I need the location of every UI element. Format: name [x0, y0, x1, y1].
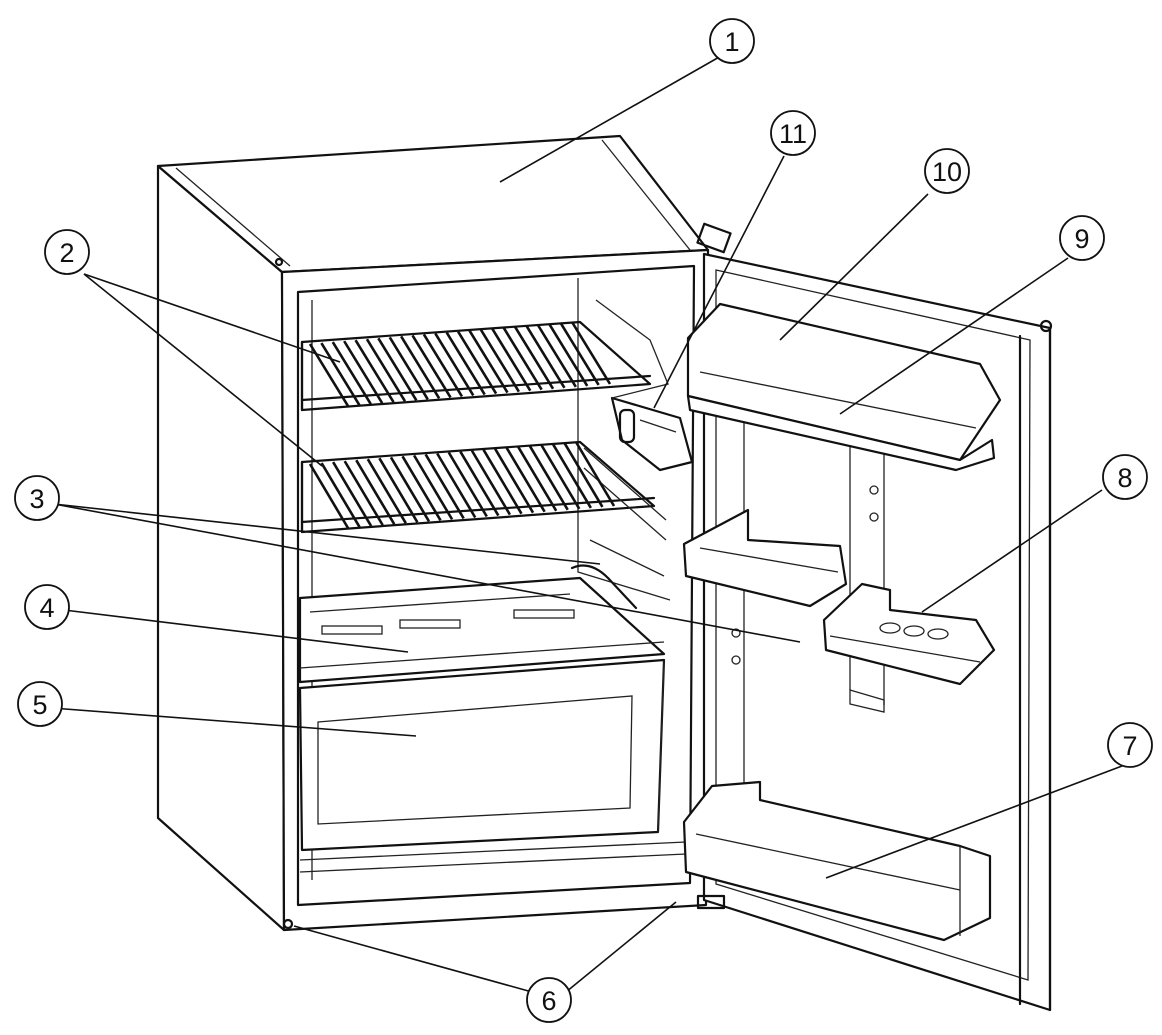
shelf-wire	[505, 447, 546, 513]
callout-5: 5	[17, 681, 63, 727]
shelf-wire	[355, 459, 396, 525]
shelf-wire	[540, 444, 581, 510]
shelf-wire	[502, 327, 543, 391]
wire-shelf-lower	[300, 440, 667, 577]
callout-1: 1	[709, 18, 755, 64]
dairy-compartment-front	[686, 394, 996, 472]
shelf-wire	[400, 335, 441, 400]
callout-10: 10	[924, 148, 970, 194]
shelf-wire	[447, 451, 488, 518]
shelf-wire	[424, 453, 465, 520]
shelf-wire	[468, 329, 509, 394]
callout-7: 7	[1107, 722, 1153, 768]
callout-11-label: 11	[779, 119, 807, 149]
shelf-wire	[389, 456, 431, 522]
shelf-wire	[366, 458, 407, 524]
callout-10-label: 10	[932, 157, 962, 187]
shelf-wire	[412, 454, 454, 521]
shelf-wire	[320, 342, 361, 406]
shelf-wire	[365, 338, 407, 402]
shelf-wire	[343, 340, 384, 404]
crisper-drawer	[298, 658, 666, 852]
callout-6-label: 6	[541, 986, 556, 1016]
leader-lines	[51, 51, 1123, 993]
shelf-wire	[551, 443, 592, 509]
shelf-wire	[459, 450, 500, 517]
shelf-wire	[493, 448, 535, 514]
shelf-wire	[378, 457, 419, 523]
shelf-wire	[574, 441, 616, 507]
thermostat-control	[595, 299, 694, 472]
callout-9-label: 9	[1074, 224, 1089, 254]
shelf-wire	[422, 333, 464, 398]
shelf-wire	[548, 323, 589, 387]
shelf-wire	[563, 442, 604, 508]
callout-8-label: 8	[1117, 463, 1132, 493]
callout-2: 2	[44, 229, 90, 275]
shelf-wire	[445, 331, 486, 396]
egg-tray-bin	[822, 582, 996, 686]
shelf-wire	[401, 455, 442, 522]
shelf-wire	[436, 452, 477, 519]
shelf-wire	[411, 334, 452, 399]
door-bin-upper	[682, 508, 848, 608]
shelf-wire	[434, 332, 475, 397]
top-hinge	[696, 222, 732, 254]
callout-7-label: 7	[1122, 731, 1137, 761]
shelf-wire	[517, 446, 558, 512]
leveling-foot-left	[282, 918, 294, 930]
bottom-hinge	[696, 894, 726, 910]
wire-shelf-upper	[300, 320, 652, 412]
callout-8: 8	[1102, 454, 1148, 500]
shelf-wire	[470, 449, 512, 516]
callout-4-label: 4	[39, 593, 54, 623]
shelf-wire	[536, 324, 577, 388]
shelf-wire	[525, 325, 566, 389]
shelf-wire	[332, 461, 373, 527]
shelf-wire	[482, 448, 523, 515]
shelf-wire	[308, 463, 350, 529]
callout-5-label: 5	[32, 690, 47, 720]
callout-3-label: 3	[29, 484, 44, 514]
shelf-wire	[559, 322, 600, 386]
shelf-wire	[343, 460, 384, 526]
shelf-wire	[388, 336, 429, 400]
callout-1-label: 1	[724, 27, 739, 57]
cabinet-left-side	[156, 164, 286, 932]
callout-3: 3	[14, 475, 60, 521]
shelf-wire	[528, 445, 569, 511]
callout-6: 6	[526, 977, 572, 1023]
shelf-wire	[570, 321, 612, 385]
shelf-wire	[479, 328, 520, 393]
shelf-wire	[456, 330, 498, 395]
shelf-wire	[331, 341, 372, 405]
callout-11: 11	[770, 110, 816, 156]
door-bin-bottom	[682, 780, 992, 942]
shelf-wire	[513, 326, 555, 390]
dairy-compartment	[686, 302, 1002, 472]
shelf-wire	[377, 337, 418, 401]
shelf-wire	[491, 328, 532, 392]
callout-4: 4	[24, 584, 70, 630]
shelf-wire	[354, 339, 395, 403]
callout-2-label: 2	[59, 238, 74, 268]
shelf-wire	[320, 462, 361, 528]
callout-9: 9	[1059, 215, 1105, 261]
